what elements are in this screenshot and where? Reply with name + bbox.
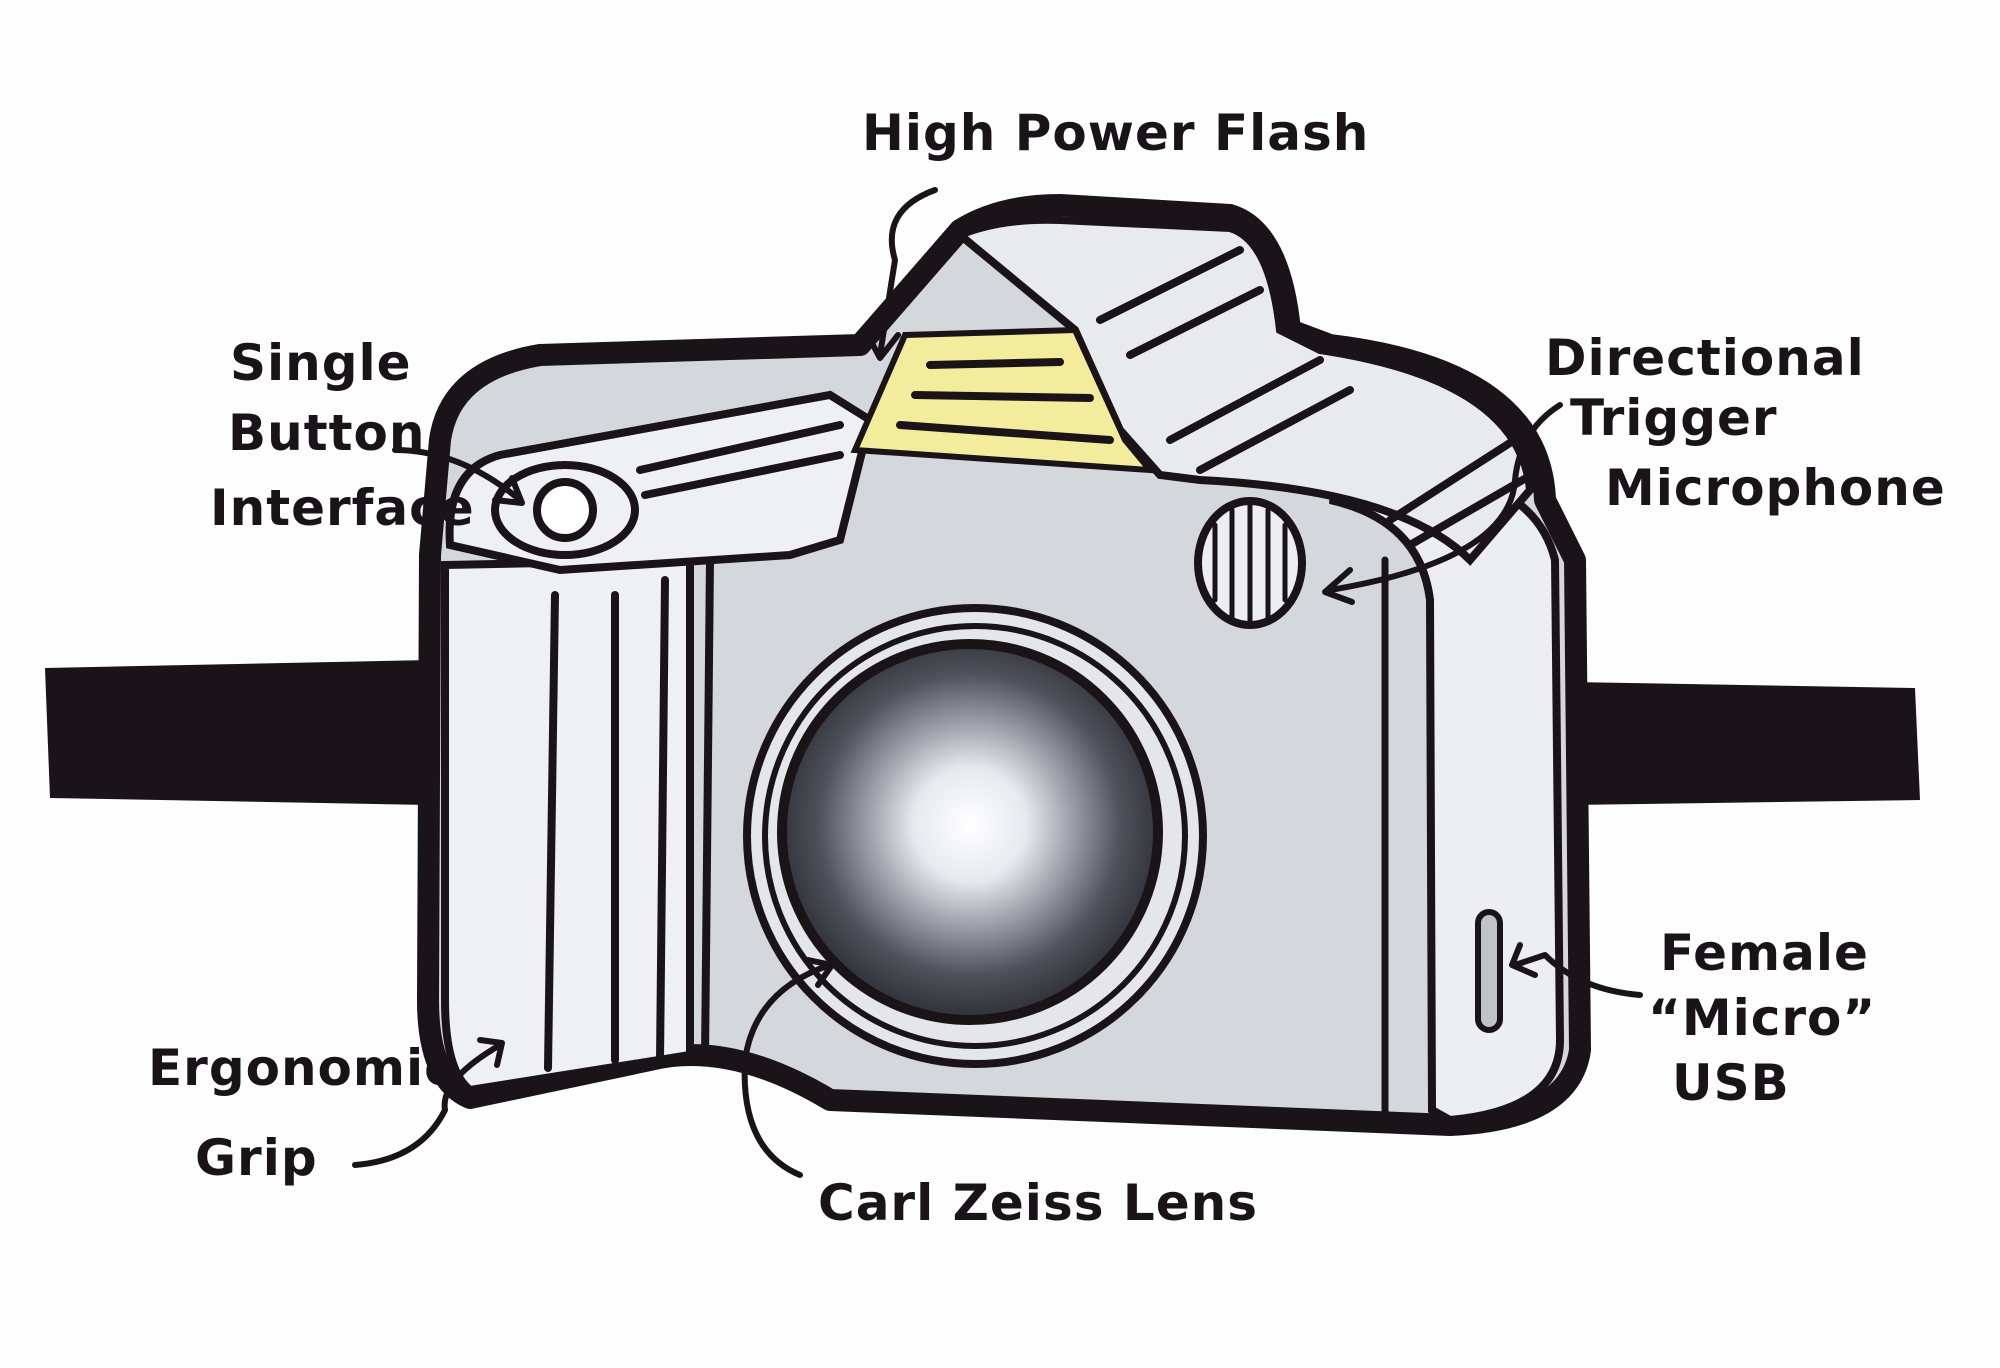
strap-right [1570,682,1920,805]
mic-arrow [1322,402,1563,605]
label-grip-1: Ergonomic [148,1039,455,1097]
label-mic-3: Microphone [1605,459,1946,517]
grip-line [701,556,714,1062]
strap-left [45,660,430,805]
flash-arrow [862,187,938,361]
label-flash: High Power Flash [862,104,1369,162]
label-button-3: Interface [210,479,475,537]
label-usb-3: USB [1672,1054,1790,1112]
ergonomic-grip [441,555,694,1095]
usb-port [1475,909,1503,1033]
label-usb-1: Female [1660,924,1869,982]
single-button [533,478,597,542]
label-lens: Carl Zeiss Lens [818,1174,1258,1232]
grip-arrow [352,1037,505,1168]
grip-line [544,591,559,1072]
button-arrow [392,447,525,506]
lens-arrow [741,957,835,1178]
label-button-2: Button [228,404,425,462]
usb-arrow [1509,942,1643,998]
label-usb-2: “Micro” [1648,989,1876,1047]
label-grip-2: Grip [195,1129,318,1187]
flash-lines [896,358,1114,444]
prism-lines [1096,246,1544,549]
top-lines [636,421,844,499]
label-button-1: Single [230,334,412,392]
mic-grille [1212,502,1288,628]
prism [952,215,1535,566]
label-mic-2: Trigger [1570,389,1778,447]
grip-line [656,576,669,1064]
lens-glass [777,639,1163,1025]
label-mic-1: Directional [1545,329,1865,387]
